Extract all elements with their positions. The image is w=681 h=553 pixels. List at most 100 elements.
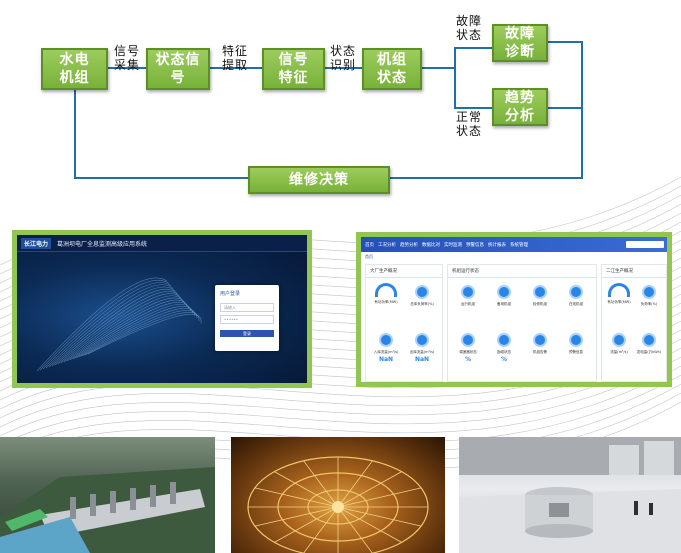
swirl-line xyxy=(72,304,192,360)
card-title: 大厂生产概况 xyxy=(366,265,442,278)
metric-tile[interactable]: 总体负荷率(%) xyxy=(404,279,440,327)
metric-tile[interactable]: 运行机组 xyxy=(450,279,486,327)
system-name: 葛洲坝电厂全息监测高级应用系统 xyxy=(57,240,148,248)
metric-tile[interactable]: 在线机组 xyxy=(558,279,594,327)
nav-item[interactable]: 首页 xyxy=(365,242,374,248)
login-button[interactable]: 登录 xyxy=(220,330,274,337)
metric-label: 流量(m³/s) xyxy=(610,350,628,354)
swirl-line xyxy=(42,282,172,370)
metric-tile[interactable]: 入库流量(m³/s) NaN xyxy=(368,327,404,375)
dam-illustration xyxy=(0,467,215,553)
metric-tile[interactable]: 有功功率(MW) xyxy=(604,279,634,327)
metric-label: 备用机组 xyxy=(497,302,511,306)
swirl-line xyxy=(69,301,190,361)
metric-label: 发电量(万kWh) xyxy=(636,350,662,354)
swirl-line xyxy=(36,277,168,372)
generator-rotor-photo xyxy=(231,437,445,553)
flow-connector-lines xyxy=(74,41,583,179)
nav-item[interactable]: 工况分析 xyxy=(378,242,396,248)
username-field[interactable]: 请输入 xyxy=(220,303,274,312)
node-fault-diagnosis: 故障 诊断 xyxy=(492,24,548,62)
metric-tile[interactable]: 负荷率(%) xyxy=(634,279,664,327)
dashboard-nav-bar: 首页 工况分析 趋势分析 数据比对 实时监测 预警信息 统计报表 系统管理 xyxy=(361,237,667,252)
node-trend-analysis: 趋势 分析 xyxy=(492,88,548,126)
swirl-line xyxy=(81,310,198,357)
nav-item[interactable]: 数据比对 xyxy=(422,242,440,248)
dashboard-screenshot-panel: 首页 工况分析 趋势分析 数据比对 实时监测 预警信息 统计报表 系统管理 首页… xyxy=(356,232,672,387)
metric-label: 机组告警 xyxy=(533,350,547,354)
dam-photo xyxy=(0,437,215,553)
data-swirl-graphic xyxy=(36,277,202,372)
metric-label: 入库流量(m³/s) xyxy=(373,350,399,354)
rotor-spoke xyxy=(337,506,373,553)
node-hydro-unit: 水电 机组 xyxy=(41,48,108,90)
metric-value: NaN xyxy=(378,356,394,363)
nav-search-input[interactable] xyxy=(626,241,664,248)
swirl-line xyxy=(51,289,178,367)
card-icon-grid: 有功功率(MW)负荷率(%) 流量(m³/s) 发电量(万kWh) xyxy=(604,279,664,375)
hall-illustration xyxy=(459,437,681,553)
metric-tile[interactable]: 预警信息 xyxy=(558,327,594,375)
metric-label: 有功功率(MW) xyxy=(607,300,631,304)
metric-tile[interactable]: 流量(m³/s) xyxy=(604,327,634,375)
metric-icon xyxy=(569,285,583,299)
gauge-icon xyxy=(608,283,630,297)
nav-item[interactable]: 统计报表 xyxy=(488,242,506,248)
rotor-spoke xyxy=(274,471,339,508)
login-topbar: 长江电力 葛洲坝电厂全息监测高级应用系统 xyxy=(17,235,307,252)
metric-label: 有功功率(MW) xyxy=(374,300,398,304)
dashboard-card: 二江生产概况有功功率(MW)负荷率(%)流量(m³/s)发电量(万kWh) xyxy=(601,264,667,382)
metric-icon xyxy=(533,333,547,347)
password-field[interactable]: •••••• xyxy=(220,315,274,324)
metric-tile[interactable]: 发电量(万kWh) xyxy=(634,327,664,375)
metric-icon xyxy=(461,285,475,299)
rotor-spoke xyxy=(303,460,339,508)
metric-tile[interactable]: 备用机组 xyxy=(486,279,522,327)
metric-icon xyxy=(533,285,547,299)
metric-label: 在线机组 xyxy=(569,302,583,306)
metric-tile[interactable]: 机组告警 xyxy=(522,327,558,375)
metric-tile[interactable]: 调速器状态% xyxy=(450,327,486,375)
node-maintenance-decision: 维修决策 xyxy=(248,166,390,194)
swirl-line xyxy=(84,311,200,356)
metric-label: 检修机组 xyxy=(533,302,547,306)
metric-tile[interactable]: 有功功率(MW) xyxy=(368,279,404,327)
swirl-line xyxy=(75,306,194,359)
turbine-hall-photo xyxy=(459,437,681,553)
rotor-spoke xyxy=(274,506,339,543)
swirl-line xyxy=(54,291,180,366)
metric-value: % xyxy=(500,356,507,363)
label-normal-state: 正常 状态 xyxy=(455,110,482,138)
metric-tile[interactable]: 检修机组 xyxy=(522,279,558,327)
metric-icon xyxy=(642,285,656,299)
nav-item[interactable]: 系统管理 xyxy=(510,242,528,248)
nav-item[interactable]: 实时监测 xyxy=(444,242,462,248)
card-icon-grid: 有功功率(MW) 总体负荷率(%) 入库流量(m³/s) NaN 出库流量(m³/s)N… xyxy=(368,279,440,375)
metric-icon xyxy=(497,285,511,299)
metric-tile[interactable]: 励磁状态% xyxy=(486,327,522,375)
swirl-line xyxy=(60,295,184,364)
metric-icon xyxy=(497,333,511,347)
rotor-spoke xyxy=(254,506,339,527)
node-unit-state: 机组 状态 xyxy=(362,48,422,90)
login-screenshot-panel: 长江电力 葛洲坝电厂全息监测高级应用系统 用户登录 请输入 •••••• 登录 xyxy=(12,230,312,388)
metric-label: 出库流量(m³/s) xyxy=(409,350,435,354)
metric-tile[interactable]: 出库流量(m³/s)NaN xyxy=(404,327,440,375)
rotor-illustration xyxy=(247,456,429,553)
swirl-line xyxy=(63,297,186,363)
nav-item[interactable]: 趋势分析 xyxy=(400,242,418,248)
login-form-title: 用户登录 xyxy=(220,291,241,297)
login-background: 长江电力 葛洲坝电厂全息监测高级应用系统 用户登录 请输入 •••••• 登录 xyxy=(17,235,307,383)
breadcrumb: 首页 xyxy=(365,254,373,259)
dashboard-card: 机组运行状态运行机组备用机组检修机组在线机组调速器状态%励磁状态%机组告警预警信… xyxy=(447,264,597,382)
rotor-spoke xyxy=(337,506,402,543)
metric-label: 总体负荷率(%) xyxy=(410,302,434,306)
rotor-spoke xyxy=(254,487,339,508)
metric-label: 调速器状态 xyxy=(459,350,477,354)
rotor-spoke xyxy=(337,487,422,508)
metric-icon xyxy=(612,333,626,347)
label-signal-acquisition: 信号 采集 xyxy=(113,44,140,72)
nav-item[interactable]: 预警信息 xyxy=(466,242,484,248)
metric-icon xyxy=(415,333,429,347)
rotor-spoke xyxy=(337,460,373,508)
